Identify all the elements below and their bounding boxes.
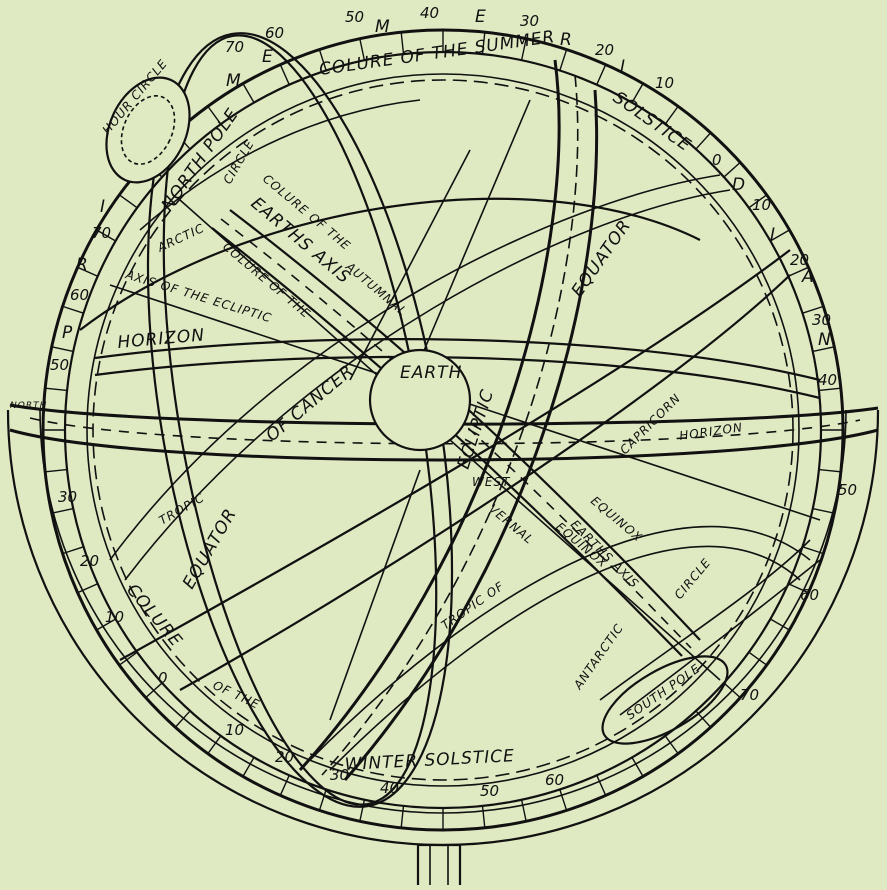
scale-bottom-1: 20 (275, 748, 294, 766)
south-pole-cap (589, 639, 740, 761)
scale-bottom-5: 60 (545, 771, 564, 789)
meridian-tick (45, 388, 67, 390)
meridian-tick (280, 775, 289, 795)
scale-left-2: 50 (50, 356, 69, 374)
circle-bottom-label: CIRCLE (672, 555, 714, 601)
autumnal-label: AUTUMNAL (342, 259, 409, 319)
meridian-letter-0: M (375, 17, 391, 37)
meridian-tick (52, 347, 74, 352)
scale-right-2: 50 (838, 481, 857, 499)
antarctic-label: ANTARCTIC (570, 621, 626, 693)
scale-top-5: 20 (595, 41, 614, 59)
circle-top-label: CIRCLE (220, 137, 257, 186)
meridian-tick (560, 789, 567, 810)
scale-top-3: 40 (420, 4, 439, 22)
meridian-tick (45, 470, 67, 472)
meridian-tick (696, 133, 711, 149)
meridian-letter-2: R (560, 30, 573, 50)
scale-left-3: 30 (58, 488, 77, 506)
meridian-letter-6: A (801, 267, 815, 287)
scale-bottom-4: 50 (480, 782, 499, 800)
meridian-tick (522, 800, 527, 822)
meridian-tick (597, 775, 606, 795)
arctic-label: ARCTIC (154, 221, 206, 255)
meridian-letter-1: E (475, 7, 487, 27)
meridian-tick (401, 806, 403, 828)
meridian-tick (63, 306, 84, 313)
capricorn-label: CAPRICORN (617, 391, 683, 457)
scale-left-1: 60 (70, 286, 89, 304)
meridian-tick (52, 509, 74, 514)
scale-right-1: 40 (818, 371, 837, 389)
meridian-tick (280, 65, 289, 85)
scale-top-8: 10 (752, 196, 771, 214)
scale-top-1: 60 (265, 24, 284, 42)
meridian-tick (819, 470, 841, 472)
meridian-tick (597, 65, 606, 85)
scale-left-6: 0 (158, 669, 168, 687)
scale-left-0: 70 (92, 224, 111, 242)
horizon-right-label: HORIZON (678, 420, 743, 443)
scale-left-4: 20 (80, 552, 99, 570)
meridian-tick (243, 84, 254, 103)
horizon-left-label: HORIZON (117, 325, 206, 353)
earth-label: EARTH (400, 363, 462, 383)
meridian-tick (560, 50, 567, 71)
meridian-tick (483, 806, 485, 828)
scale-bottom-3: 40 (380, 779, 399, 797)
colure-summer-label: COLURE OF THE SUMMER (318, 27, 557, 80)
of-cancer-label: OF CANCER (262, 361, 358, 446)
meridian-letter-3: I (620, 57, 626, 77)
scale-top-2: 50 (345, 8, 364, 26)
equator-top-label: EQUATOR (568, 216, 636, 301)
meridian-letter-7: N (818, 330, 832, 350)
prime-letter-4: E (262, 47, 274, 67)
meridian-tick (813, 509, 835, 514)
north-mark-label: NORTH (10, 401, 47, 411)
meridian-tick (119, 195, 137, 208)
scale-top-4: 30 (520, 12, 539, 30)
prime-letter-1: R (76, 255, 89, 275)
south-pole-label: SOUTH POLE (624, 661, 703, 722)
meridian-letter-5: I (770, 225, 776, 245)
prime-letter-3: M (226, 71, 242, 91)
scale-right-4: 70 (740, 686, 759, 704)
meridian-tick (360, 800, 365, 822)
vernal-label: VERNAL (486, 502, 536, 547)
west-label: WEST (472, 475, 511, 489)
scale-top-0: 70 (225, 38, 244, 56)
prime-letter-0: P (62, 323, 73, 343)
scale-top-6: 10 (655, 74, 674, 92)
scale-right-3: 60 (800, 586, 819, 604)
stand (418, 845, 460, 885)
scale-right-0: 30 (812, 311, 831, 329)
scale-left-5: 10 (105, 608, 124, 626)
scale-top-7: 0 (712, 151, 722, 169)
scale-bottom-0: 10 (225, 721, 244, 739)
meridian-letter-4: D (732, 175, 746, 195)
prime-letter-2: I (100, 197, 106, 217)
